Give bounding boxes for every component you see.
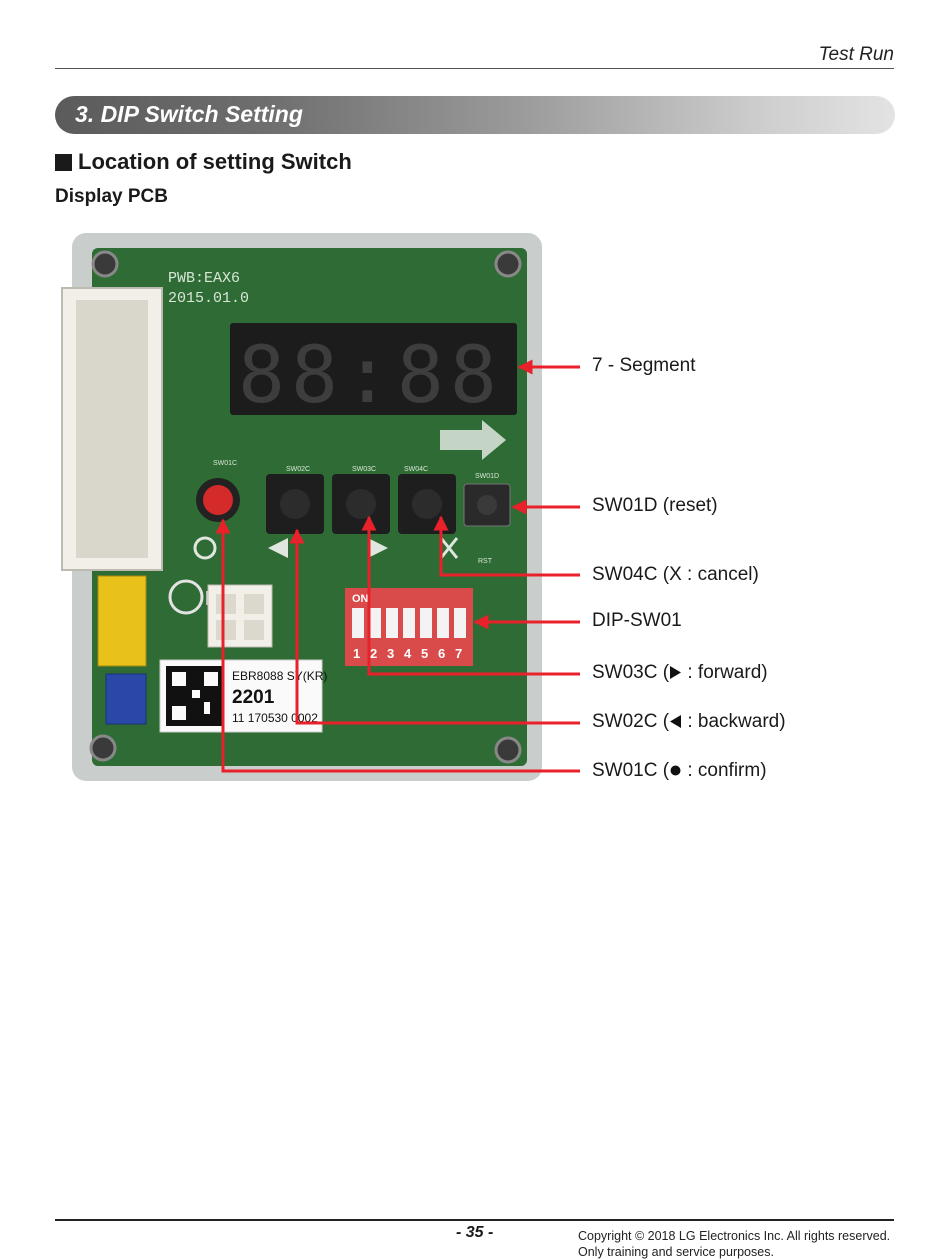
callout-sw03c-post: : forward) (682, 662, 768, 683)
callout-arrow-sw02c (289, 528, 580, 725)
callout-sw01c-pre: SW01C ( (592, 760, 670, 781)
sw04c-cap (412, 489, 442, 519)
callout-seg: 7 - Segment (592, 355, 696, 376)
usage-note: Only training and service purposes. (578, 1245, 774, 1259)
connector-pin (216, 594, 236, 614)
label-line-2: 2201 (232, 687, 275, 708)
sw01c-button (203, 485, 233, 515)
callout-sw02c-post: : backward) (682, 711, 786, 732)
mount-hole-icon (494, 736, 522, 764)
footer-rule (55, 1219, 894, 1221)
label-sw04c: SW04C (404, 466, 428, 473)
label-rst: RST (478, 558, 493, 565)
label-sw03c: SW03C (352, 466, 376, 473)
mount-hole-icon (91, 250, 119, 278)
label-sw02c: SW02C (286, 466, 310, 473)
sw01d-cap (477, 495, 497, 515)
connector-pin (244, 620, 264, 640)
square-bullet-icon (55, 153, 72, 171)
page-number: - 35 - (456, 1224, 494, 1241)
dip-on-label: ON (352, 593, 369, 605)
dip-number: 5 (421, 646, 428, 661)
confirm-circle-icon (193, 536, 217, 560)
dip-number: 3 (387, 646, 394, 661)
connector-pin (216, 620, 236, 640)
connector-pin (244, 594, 264, 614)
callout-sw02c: SW02C ( : backward) (592, 711, 786, 733)
dip-number: 4 (404, 646, 412, 661)
callout-dip: DIP-SW01 (592, 610, 682, 631)
dip-number: 1 (353, 646, 360, 661)
label-sw01c: SW01C (213, 460, 237, 467)
sw02c-cap (280, 489, 310, 519)
callout-sw01c-post: : confirm) (682, 760, 767, 781)
mount-hole-icon (89, 734, 117, 762)
mount-hole-icon (494, 250, 522, 278)
dip-number: 6 (438, 646, 445, 661)
section-banner: 3. DIP Switch Setting (55, 96, 895, 134)
board-arrow-icon (440, 420, 506, 460)
connector-slot (76, 300, 148, 558)
pcb-marking: PWB:EAX6 (168, 270, 240, 287)
seven-segment-display (230, 323, 517, 415)
forward-triangle-icon (670, 666, 682, 680)
callout-sw02c-pre: SW02C ( (592, 711, 670, 732)
header-section-title: Test Run (818, 44, 894, 65)
callout-arrow-sw03c (361, 515, 580, 676)
callout-sw03c: SW03C ( : forward) (592, 662, 768, 684)
callout-arrow-sw01c (215, 518, 580, 773)
callout-arrow-sw04c (433, 515, 580, 577)
banner-title: 3. DIP Switch Setting (75, 101, 303, 127)
label-sw01d: SW01D (475, 473, 499, 480)
pcb-date: 2015.01.0 (168, 290, 249, 307)
dip-number: 2 (370, 646, 377, 661)
section-heading: Location of setting Switch (55, 149, 352, 175)
yellow-connector (97, 575, 147, 667)
cancel-x-icon (439, 537, 459, 559)
dip-number: 7 (455, 646, 462, 661)
section-heading-text: Location of setting Switch (78, 149, 352, 174)
qr-code-icon (166, 666, 224, 726)
blue-connector (105, 673, 147, 725)
lg-logo-icon (168, 579, 204, 615)
confirm-dot-icon (670, 765, 681, 776)
backward-triangle-icon (268, 538, 288, 558)
header-rule (55, 68, 894, 69)
callout-sw01d: SW01D (reset) (592, 495, 718, 516)
callout-sw03c-pre: SW03C ( (592, 662, 670, 683)
callout-sw01c: SW01C ( : confirm) (592, 760, 767, 782)
label-line-1: EBR8088 SY(KR) (232, 669, 327, 683)
segment-digits: 88:88 (238, 331, 503, 421)
callout-sw04c: SW04C (X : cancel) (592, 564, 759, 585)
sw03c-cap (346, 489, 376, 519)
backward-triangle-icon (670, 715, 682, 729)
subsection-heading: Display PCB (55, 186, 168, 207)
forward-triangle-icon (368, 538, 388, 558)
copyright-block: Copyright © 2018 LG Electronics Inc. All… (578, 1228, 890, 1260)
copyright-text: Copyright © 2018 LG Electronics Inc. All… (578, 1229, 891, 1243)
